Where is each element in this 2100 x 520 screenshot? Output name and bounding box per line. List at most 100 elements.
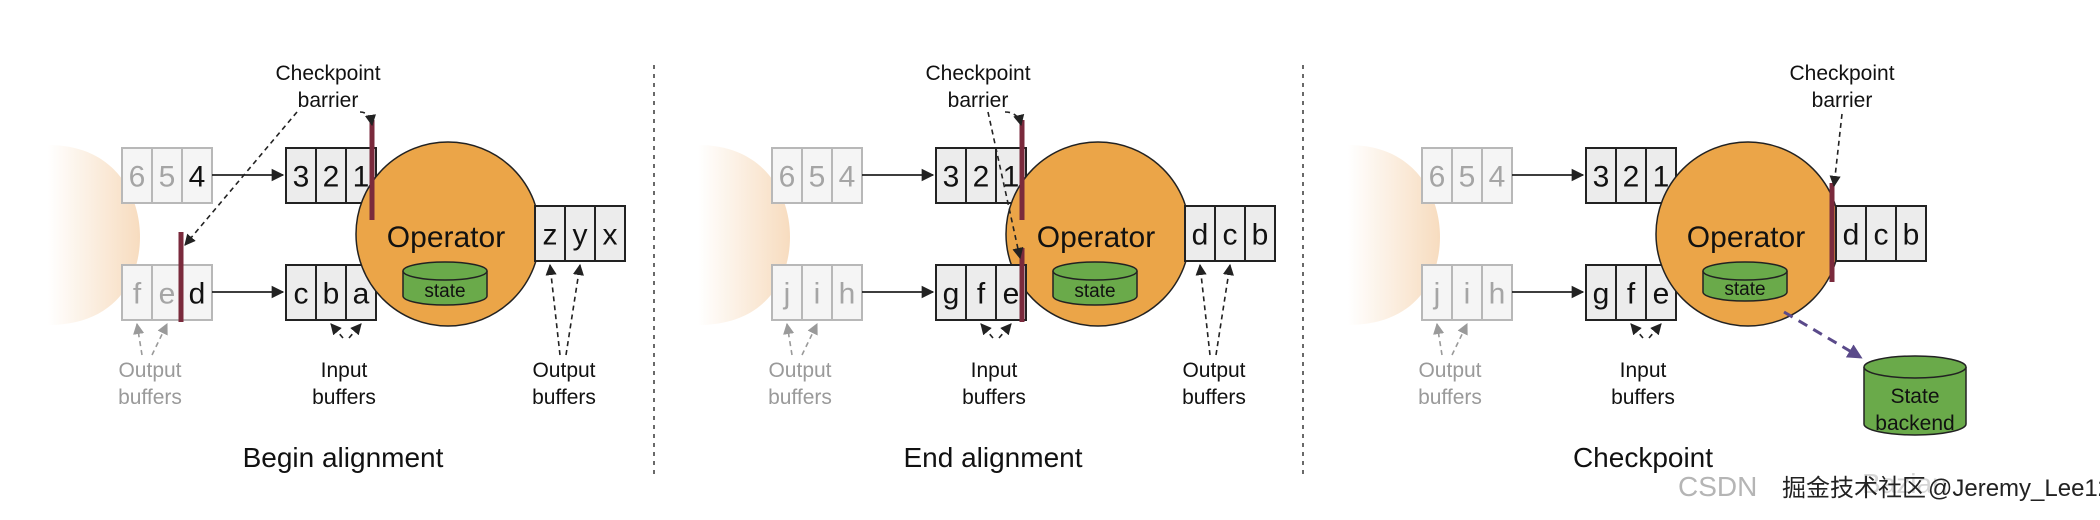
barrier-label-line2: barrier [1812, 89, 1873, 112]
label-pointer [133, 322, 145, 356]
input-buffer-top: 3 2 1 [935, 147, 1027, 204]
output-buffers-label-line2: buffers [1418, 386, 1482, 409]
buffer-cell: d [1843, 219, 1860, 252]
buffer-cell: f [977, 278, 986, 311]
output-buffers-right-label-line1: Output [532, 359, 595, 382]
output-buffers-label-line1: Output [1418, 359, 1481, 382]
state-store: state [1702, 261, 1788, 302]
output-buffer-top: 6 5 4 [1421, 147, 1513, 204]
barrier-label-line2: barrier [298, 89, 359, 112]
input-buffers-label-line1: Input [321, 359, 368, 382]
output-buffers-label-line2: buffers [118, 386, 182, 409]
watermark-overlay: Bazian [1862, 468, 1948, 499]
output-buffer-bottom: j i h [771, 264, 863, 321]
state-snapshot-arrow [1783, 310, 1863, 359]
panel-begin-alignment: 6 5 4 f e d 3 2 1 c b a [48, 62, 626, 473]
buffer-cell: h [1489, 278, 1506, 311]
buffer-cell: e [159, 278, 176, 311]
barrier-pointer [1004, 111, 1025, 127]
buffer-cell: 3 [943, 161, 960, 194]
barrier-pointer [987, 111, 1024, 260]
label-pointer [151, 322, 168, 356]
buffer-cell: b [1903, 219, 1920, 252]
barrier-label-line1: Checkpoint [275, 62, 380, 85]
state-store: state [1052, 261, 1138, 306]
output-buffer-top: 6 5 4 [771, 147, 863, 204]
buffer-cell: c [1223, 219, 1238, 252]
watermark: CSDN Bazian 掘金技术社区 @Jeremy_Lee123 [1678, 468, 2100, 502]
buffer-cell: g [943, 278, 960, 311]
buffer-cell: 2 [323, 161, 340, 194]
barrier-pointer [184, 111, 298, 246]
buffer-cell: b [323, 278, 340, 311]
buffer-cell: 1 [1653, 161, 1670, 194]
label-pointer [1648, 323, 1662, 339]
output-buffers-right-label-line2: buffers [1182, 386, 1246, 409]
label-pointer [783, 322, 795, 356]
buffer-cell: e [1003, 278, 1020, 311]
label-pointer [1630, 323, 1644, 339]
output-buffer-top: 6 5 4 [121, 147, 213, 204]
buffer-cell: h [839, 278, 856, 311]
label-pointer [801, 322, 818, 356]
input-buffer-top: 3 2 1 [285, 147, 377, 204]
buffer-cell: 2 [973, 161, 990, 194]
buffer-cell: 4 [189, 161, 206, 194]
barrier-label-line1: Checkpoint [1789, 62, 1894, 85]
output-buffers-label-line2: buffers [768, 386, 832, 409]
input-buffer-bottom: g f e [1585, 264, 1677, 321]
output-buffers-label-line1: Output [768, 359, 831, 382]
buffer-cell: 6 [1429, 161, 1446, 194]
state-label: state [1074, 281, 1115, 302]
buffer-cell: 1 [353, 161, 370, 194]
output-buffer-bottom: j i h [1421, 264, 1513, 321]
state-backend-store: State backend [1863, 355, 1967, 436]
output-buffer-right: z y x [534, 205, 626, 262]
label-pointer [1451, 322, 1468, 356]
upstream-source [1348, 145, 1440, 325]
upstream-source [48, 145, 140, 325]
upstream-source [698, 145, 790, 325]
buffer-cell: z [543, 219, 558, 252]
buffer-cell: i [1464, 278, 1471, 311]
barrier-label-line2: barrier [948, 89, 1009, 112]
label-pointer [565, 263, 584, 356]
panel-caption: End alignment [903, 442, 1082, 473]
label-pointer [348, 323, 362, 339]
label-pointer [1215, 263, 1234, 356]
buffer-cell: j [783, 278, 791, 311]
buffer-cell: y [573, 219, 588, 252]
buffer-cell: c [294, 278, 309, 311]
input-buffers-label-line1: Input [1620, 359, 1667, 382]
buffer-cell: g [1593, 278, 1610, 311]
buffer-cell: 1 [1003, 161, 1020, 194]
buffer-cell: f [1627, 278, 1636, 311]
buffer-cell: c [1874, 219, 1889, 252]
state-label: state [1724, 279, 1765, 300]
output-buffer-right: d c b [1835, 205, 1927, 262]
input-buffer-top: 3 2 1 [1585, 147, 1677, 204]
buffer-cell: 3 [293, 161, 310, 194]
label-pointer [1195, 263, 1211, 356]
buffer-cell: a [353, 278, 370, 311]
buffer-cell: b [1252, 219, 1269, 252]
barrier-label-line1: Checkpoint [925, 62, 1030, 85]
watermark-author: @Jeremy_Lee123 [1928, 475, 2100, 502]
output-buffers-right-label-line2: buffers [532, 386, 596, 409]
buffer-cell: 5 [809, 161, 826, 194]
input-buffer-bottom: c b a [285, 264, 377, 321]
buffer-cell: d [189, 278, 206, 311]
state-backend-label-line2: backend [1875, 412, 1954, 435]
buffer-cell: 5 [159, 161, 176, 194]
input-buffers-label-line2: buffers [962, 386, 1026, 409]
label-pointer [330, 323, 344, 339]
panel-end-alignment: 6 5 4 j i h 3 2 1 Operator g [698, 62, 1276, 473]
output-buffers-right-label-line1: Output [1182, 359, 1245, 382]
buffer-cell: e [1653, 278, 1670, 311]
watermark-csdn: CSDN [1678, 471, 1757, 502]
operator-label: Operator [387, 221, 505, 254]
operator-label: Operator [1687, 221, 1805, 254]
buffer-cell: d [1192, 219, 1209, 252]
buffer-cell: 4 [839, 161, 856, 194]
